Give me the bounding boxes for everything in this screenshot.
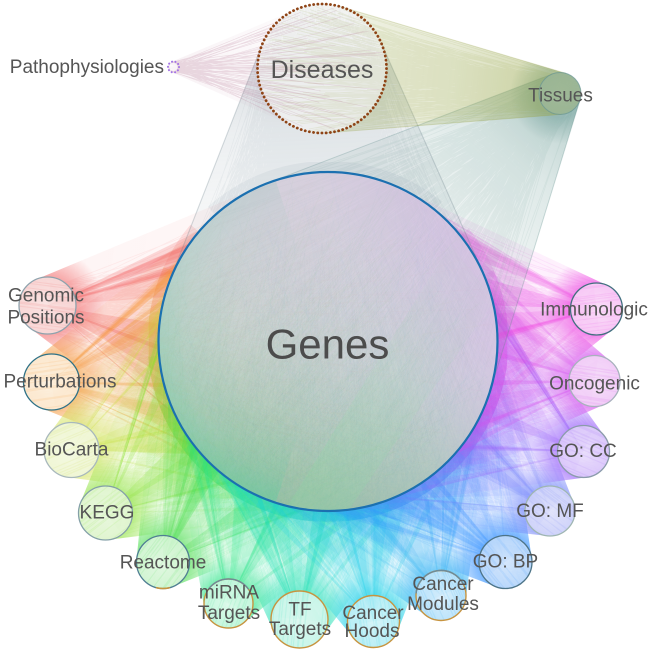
svg-text:Targets: Targets [269, 619, 331, 640]
svg-text:TF: TF [288, 600, 311, 621]
svg-text:Targets: Targets [198, 603, 260, 624]
svg-text:GO: BP: GO: BP [473, 552, 538, 573]
svg-text:Reactome: Reactome [120, 553, 207, 574]
svg-text:Genes: Genes [266, 321, 390, 368]
svg-text:Cancer: Cancer [342, 603, 404, 624]
svg-text:Genomic: Genomic [8, 286, 84, 307]
svg-text:GO: CC: GO: CC [549, 441, 617, 462]
svg-text:GO: MF: GO: MF [516, 501, 584, 522]
svg-text:Oncogenic: Oncogenic [549, 374, 640, 395]
svg-text:Immunologic: Immunologic [540, 300, 648, 321]
svg-text:Positions: Positions [7, 308, 84, 329]
svg-text:Perturbations: Perturbations [3, 372, 116, 393]
svg-text:Diseases: Diseases [271, 56, 374, 84]
svg-text:Pathophysiologies: Pathophysiologies [10, 57, 164, 78]
svg-text:Tissues: Tissues [528, 86, 593, 107]
svg-text:KEGG: KEGG [80, 503, 135, 524]
svg-text:Cancer: Cancer [412, 574, 474, 595]
svg-text:Modules: Modules [407, 594, 479, 615]
svg-text:Hoods: Hoods [345, 621, 400, 642]
svg-text:BioCarta: BioCarta [35, 440, 109, 461]
svg-text:miRNA: miRNA [199, 583, 259, 604]
